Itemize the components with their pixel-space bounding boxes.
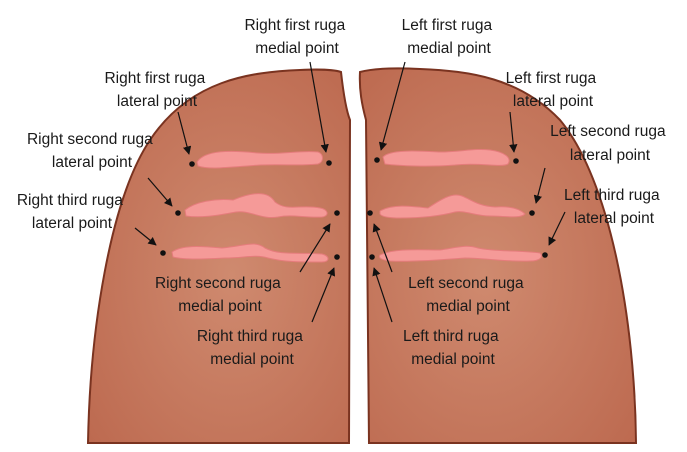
- left-first-medial-point: [374, 157, 380, 163]
- label-left-first-medial: Left first ruga medial point: [402, 17, 497, 57]
- right-third-medial-point: [334, 254, 340, 260]
- left-third-lateral-point: [542, 252, 548, 258]
- left-first-lateral-point: [513, 158, 519, 164]
- label-right-first-lateral: Right first ruga lateral point: [104, 70, 209, 110]
- right-first-lateral-point: [189, 161, 195, 167]
- right-third-lateral-point: [160, 250, 166, 256]
- left-second-lateral-point: [529, 210, 535, 216]
- left-second-medial-point: [367, 210, 373, 216]
- label-right-third-lateral: Right third ruga lateral point: [17, 192, 127, 232]
- left-first-ruga: [383, 149, 509, 166]
- right-first-medial-point: [326, 160, 332, 166]
- right-second-lateral-point: [175, 210, 181, 216]
- right-second-medial-point: [334, 210, 340, 216]
- label-right-first-medial: Right first ruga medial point: [244, 17, 349, 57]
- left-third-medial-point: [369, 254, 375, 260]
